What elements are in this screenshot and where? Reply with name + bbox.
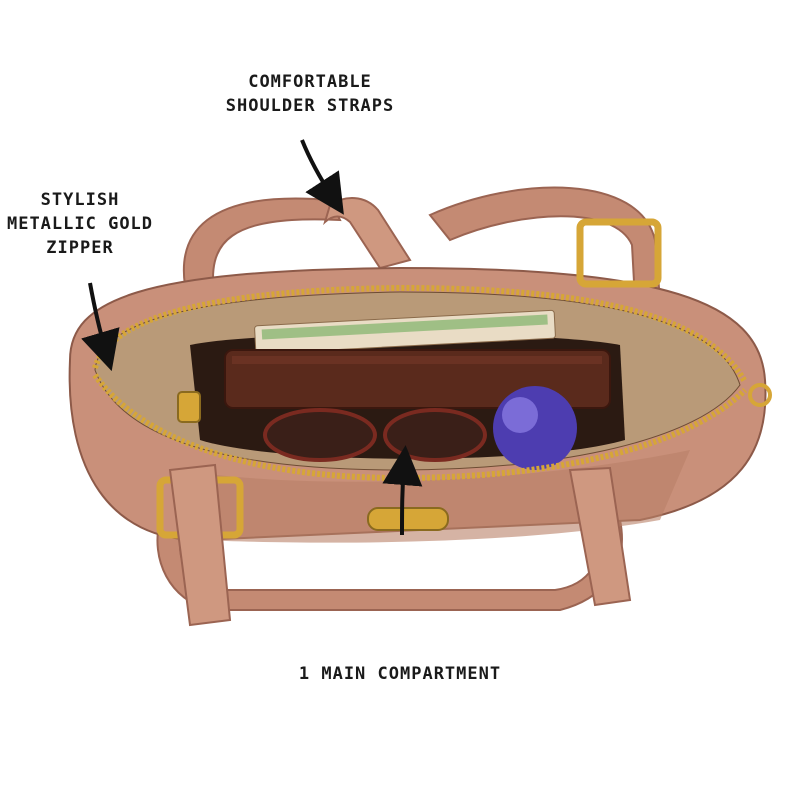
callout-shoulder-straps: COMFORTABLE SHOULDER STRAPS [190, 70, 430, 118]
callout-line: COMFORTABLE [248, 72, 372, 92]
callout-line: ZIPPER [46, 238, 114, 258]
callout-main-compartment: 1 MAIN COMPARTMENT [298, 664, 502, 684]
callout-line: STYLISH [40, 190, 120, 210]
zipper-track-bottom [92, 373, 748, 482]
zipper-pull-right [748, 383, 772, 407]
logo-plate [367, 507, 449, 531]
sunglasses-left-lens [263, 408, 377, 462]
zipper-track-top [92, 284, 748, 384]
callout-gold-zipper: STYLISH METALLIC GOLD ZIPPER [0, 188, 160, 260]
zipper-pull-left [177, 391, 201, 423]
arrow-straps [300, 139, 344, 215]
bag-front-panel [180, 450, 690, 543]
arrow-compartment [382, 445, 423, 536]
front-strap-right [568, 466, 632, 607]
callout-line: METALLIC GOLD [6, 214, 154, 234]
arrow-zipper [81, 282, 120, 372]
callout-line: SHOULDER STRAPS [225, 96, 395, 116]
front-strap-left [168, 463, 232, 627]
buckle-right [576, 218, 662, 288]
